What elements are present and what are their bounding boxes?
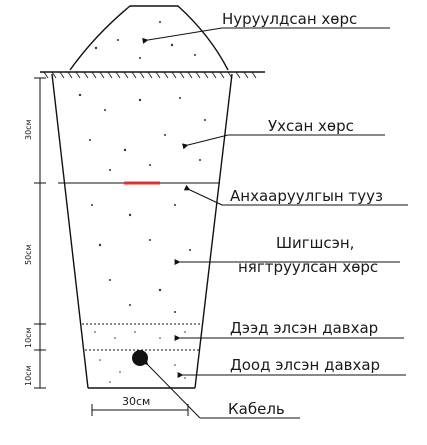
- dim-upper-sand: 10см: [24, 327, 33, 348]
- cable-cross-section: [132, 350, 148, 366]
- leader-lines: [142, 27, 408, 419]
- label-compacted-soil-line1: Шигшсэн,: [276, 234, 354, 252]
- dim-bottom-width: 30см: [122, 395, 150, 408]
- heaped-soil-mound: [69, 5, 229, 71]
- dim-middle-layer: 50см: [24, 244, 33, 265]
- label-compacted-soil-line2: нягтруулсан хөрс: [238, 258, 378, 276]
- trench-right-wall: [194, 73, 233, 389]
- label-dug-soil: Ухсан хөрс: [268, 117, 354, 135]
- trench-left-wall: [51, 73, 89, 389]
- dim-top-layer: 30см: [24, 119, 33, 140]
- label-cable: Кабель: [228, 400, 285, 418]
- ground-hatching: [43, 71, 257, 79]
- label-upper-sand: Дээд элсэн давхар: [230, 319, 378, 337]
- left-dimension-line: [34, 77, 46, 389]
- dim-lower-sand: 10см: [24, 365, 33, 386]
- soil-texture-dots: [78, 21, 206, 383]
- label-heaped-soil: Нуруулдсан хөрс: [222, 10, 357, 28]
- label-lower-sand: Доод элсэн давхар: [230, 356, 380, 374]
- label-warning-tape: Анхааруулгын тууз: [230, 187, 383, 205]
